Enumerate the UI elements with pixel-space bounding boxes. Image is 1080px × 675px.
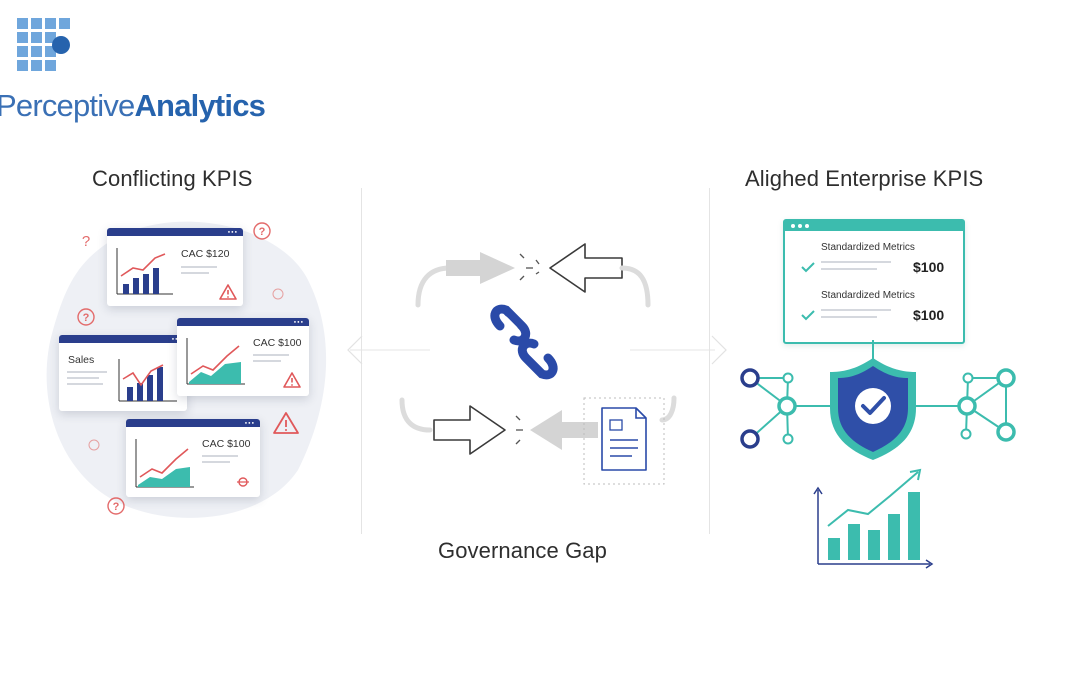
question-icon [77, 308, 95, 326]
center-section-title: Governance Gap [438, 538, 607, 563]
outline-arrow-left-icon [549, 243, 623, 293]
warning-icon [273, 412, 299, 434]
grey-arrow-left-icon [530, 410, 598, 450]
logo-text-bold: Analytics [134, 88, 266, 123]
kpi-card-sales: ●●● Sales [59, 335, 187, 411]
text-lines [67, 371, 107, 385]
area-chart-icon [186, 338, 245, 385]
dotted-frame [583, 397, 665, 485]
metric-row-value: $100 [913, 259, 945, 275]
checkmark-icon [801, 262, 815, 273]
question-icon [253, 222, 271, 240]
broken-connection-icon [519, 253, 540, 281]
text-lines [181, 266, 217, 274]
text-lines [253, 354, 289, 362]
kpi-card-label: CAC $120 [181, 248, 230, 260]
logo-text: PerceptiveAnalytics [0, 88, 266, 124]
left-decorations: ? ??? [77, 222, 299, 515]
svg-text:?: ? [259, 226, 266, 238]
outline-arrow-right-icon [433, 405, 506, 455]
left-divider [361, 188, 362, 534]
warning-icon [219, 284, 237, 300]
warning-icon [283, 372, 301, 388]
right-section-title: Alighed Enterprise KPIS [745, 166, 984, 191]
checkmark-icon [801, 310, 815, 321]
svg-text:?: ? [113, 501, 120, 513]
grey-arrow-right-icon [480, 252, 515, 284]
area-chart-icon [135, 439, 194, 488]
kpi-card-cac-120: ●●● CAC $120 [107, 228, 243, 306]
document-icon [601, 407, 647, 471]
kpi-card-label: CAC $100 [253, 337, 302, 349]
metric-row-label: Standardized Metrics [821, 290, 915, 301]
logo-text-thin: Perceptive [0, 88, 135, 123]
kpi-card-label: CAC $100 [202, 438, 251, 450]
company-logo: PerceptiveAnalytics [0, 18, 266, 123]
bug-icon [237, 477, 249, 487]
bar-chart-icon [116, 248, 173, 295]
metric-row-value: $100 [913, 307, 945, 323]
text-lines [821, 309, 891, 318]
kpi-card-cac-100-a: ●●● CAC $100 [177, 318, 309, 396]
broken-connection-icon [515, 415, 523, 445]
right-divider [709, 188, 710, 534]
question-icon: ? [82, 233, 90, 250]
logo-grid-icon [17, 18, 70, 71]
text-lines [202, 455, 238, 463]
kpi-card-cac-100-b: ●●● CAC $100 [126, 419, 260, 497]
text-lines [821, 261, 891, 270]
shield-check-icon [830, 358, 916, 460]
standardized-metrics-panel: Standardized Metrics $100 Standardized M… [783, 219, 965, 344]
kpi-card-label: Sales [68, 354, 95, 366]
bar-chart-icon [118, 359, 177, 402]
governance-gap-diagram [347, 243, 727, 485]
broken-link-icon [490, 304, 558, 380]
growth-chart-icon [813, 468, 934, 569]
secure-network-illustration [740, 340, 1016, 569]
question-icon [107, 497, 125, 515]
left-section-title: Conflicting KPIS [92, 166, 253, 191]
metric-row-label: Standardized Metrics [821, 242, 915, 253]
svg-text:?: ? [83, 312, 90, 324]
